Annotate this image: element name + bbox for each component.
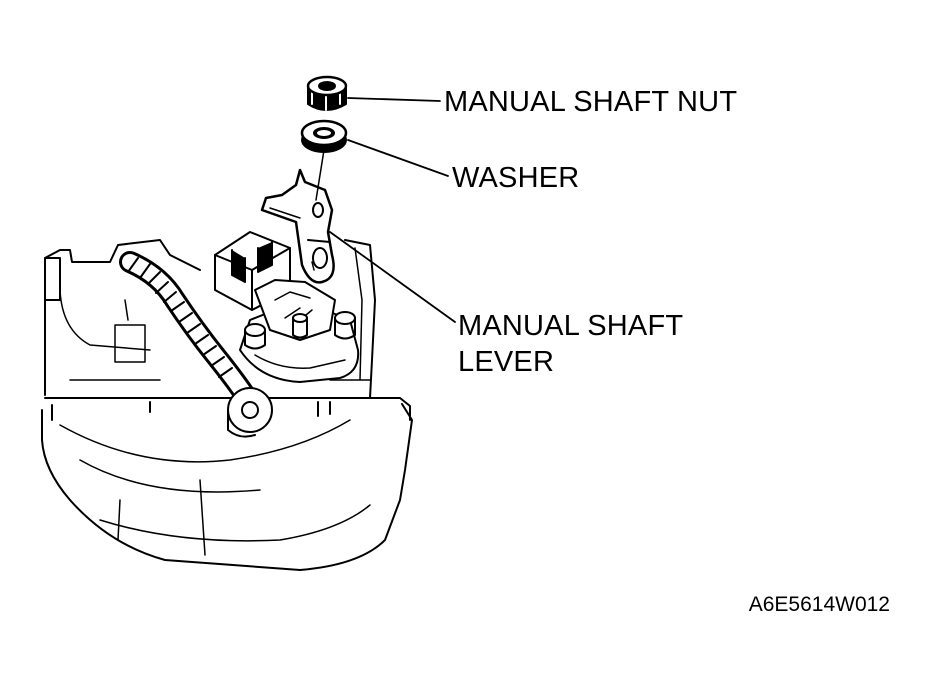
transmission-case [41, 239, 413, 571]
assembly-axis-line [315, 149, 325, 201]
callout-manual-shaft-lever: MANUAL SHAFT LEVER [458, 308, 683, 380]
manual-shaft-nut-part [306, 75, 348, 111]
leader-lines [329, 97, 456, 323]
leader-nut [347, 97, 441, 102]
callout-washer: WASHER [452, 162, 580, 194]
callout-lever-line1: MANUAL SHAFT [458, 310, 684, 342]
callout-lever-line2: LEVER [458, 346, 555, 378]
range-switch [214, 231, 336, 341]
mounting-studs [244, 311, 356, 350]
callout-manual-shaft-nut: MANUAL SHAFT NUT [444, 86, 738, 118]
leader-lever [329, 231, 456, 323]
shift-cable [119, 251, 273, 438]
leader-washer [347, 139, 449, 177]
figure-code: A6E5614W012 [748, 593, 890, 616]
washer-part [300, 119, 348, 153]
